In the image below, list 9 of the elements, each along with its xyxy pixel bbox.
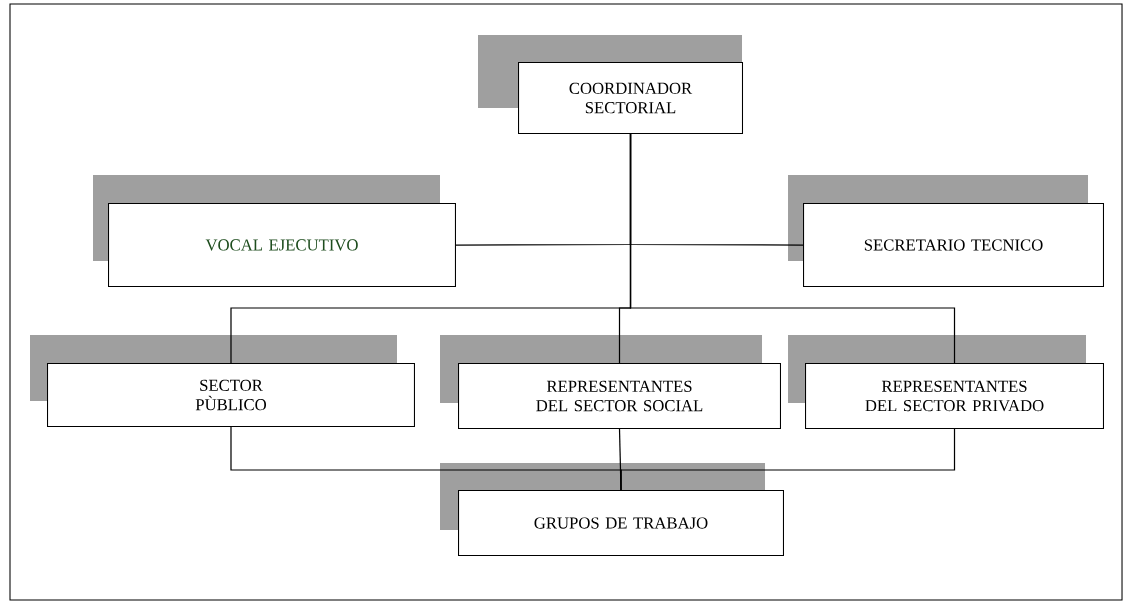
connector-line bbox=[629, 133, 956, 364]
org-box: COORDINADOR SECTORIAL bbox=[478, 35, 743, 135]
org-box: SECRETARIO TECNICO bbox=[788, 175, 1104, 288]
org-box: REPRESENTANTES DEL SECTOR SOCIAL bbox=[440, 335, 781, 430]
connector-line bbox=[620, 428, 956, 491]
org-box: SECTOR PÙBLICO bbox=[30, 335, 415, 428]
org-box: VOCAL EJECUTIVO bbox=[93, 175, 456, 288]
org-box: REPRESENTANTES DEL SECTOR PRIVADO bbox=[788, 335, 1104, 430]
org-box: GRUPOS DE TRABAJO bbox=[440, 463, 784, 557]
